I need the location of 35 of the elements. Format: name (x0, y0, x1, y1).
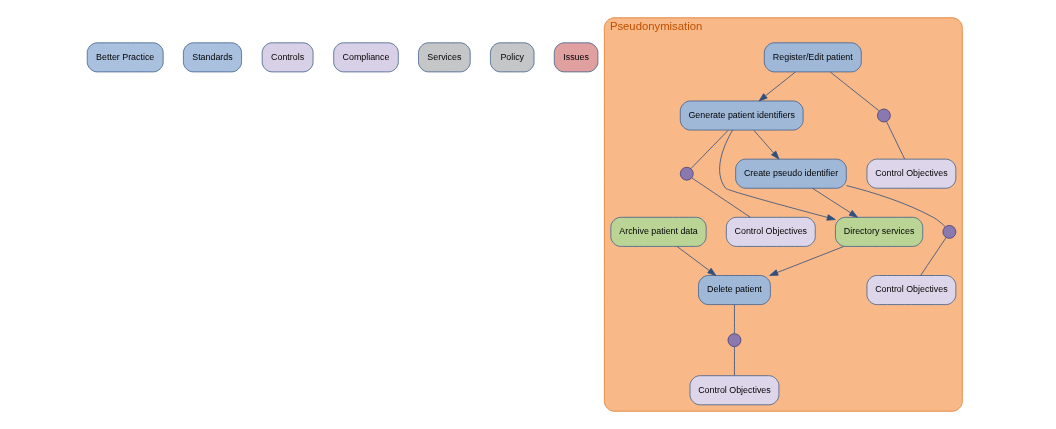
arrow (769, 246, 845, 276)
node-box: Policy (490, 42, 535, 73)
node-box: Control Objectives (866, 158, 957, 189)
connector (734, 304, 735, 334)
connector (690, 129, 729, 169)
node-box: Archive patient data (610, 216, 707, 247)
node-circle (942, 225, 957, 239)
arrow (719, 129, 836, 221)
node-box: Directory services (835, 216, 924, 247)
connector (920, 237, 947, 276)
arrow (758, 71, 796, 102)
arrow (812, 187, 858, 218)
node-box: Delete patient (698, 275, 771, 305)
node-box: Register/Edit patient (763, 42, 862, 73)
arrow (676, 246, 717, 276)
node-box: Issues (553, 42, 599, 73)
node-box: Services (418, 42, 471, 73)
node-circle (727, 333, 742, 347)
node-box: Better Practice (86, 42, 164, 73)
connector (846, 185, 946, 228)
node-box: Compliance (333, 42, 399, 73)
node-box: Controls (261, 42, 314, 73)
node-box: Control Objectives (689, 375, 780, 406)
connector (691, 177, 751, 218)
node-box: Control Objectives (725, 216, 816, 247)
connector (734, 346, 735, 376)
connector (830, 71, 880, 112)
node-box: Control Objectives (866, 275, 957, 305)
connector (886, 121, 906, 160)
node-box: Generate patient identifiers (679, 100, 804, 131)
node-box: Standards (182, 42, 242, 73)
node-box: Create pseudo identifier (735, 158, 847, 189)
node-circle (679, 166, 694, 181)
arrow (753, 129, 780, 160)
node-circle (877, 108, 891, 123)
